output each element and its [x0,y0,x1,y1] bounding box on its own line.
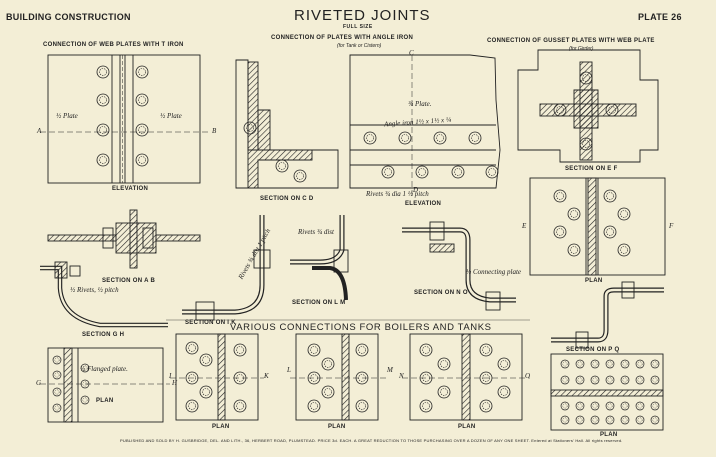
web-t-iron-elevation [40,54,210,184]
heading-gusset: CONNECTION OF GUSSET PLATES WITH WEB PLA… [487,38,655,44]
caption-plan-gh: PLAN [96,398,114,404]
letter-b: B [212,127,217,135]
plan-pq-drawing [550,353,664,431]
label-plate-1: ½ Plate [56,112,78,120]
letter-e: E [522,222,527,230]
section-ik-drawing [182,215,271,321]
caption-plan-ef: PLAN [585,278,603,284]
caption-elevation-1: ELEVATION [112,186,149,192]
section-ab-drawing [47,209,201,269]
plan-lm-drawing [290,333,386,421]
heading-angle-iron: CONNECTION OF PLATES WITH ANGLE IRON [271,35,414,41]
page-subtitle: FULL SIZE [343,24,373,30]
caption-section-cd: SECTION ON C D [260,196,314,202]
angle-iron-elevation-drawing [349,54,501,196]
letter-a: A [37,127,42,135]
section-ef-drawing [517,49,659,163]
caption-plan-no: PLAN [458,424,476,430]
section-gh-drawing [40,261,168,328]
label-connecting-plate: ½ Connecting plate [466,268,522,276]
caption-section-ef: SECTION ON E F [565,166,618,172]
heading-angle-iron-note: (for Tank or Cistern) [337,43,382,49]
footer-imprint: PUBLISHED AND SOLD BY H. GUSBRIDGE, DEL.… [120,438,623,443]
letter-h: H [172,379,178,387]
plan-ik-drawing [170,333,264,421]
caption-section-pq: SECTION ON P Q [566,347,620,353]
caption-section-ik: SECTION ON I K [185,320,236,326]
letter-g: G [36,379,42,387]
caption-plan-pq: PLAN [600,432,618,438]
letter-d: D [413,186,419,194]
caption-elevation-2: ELEVATION [405,201,442,207]
label-rivets-pitch: Rivets ¾ dia 1 ½ pitch [366,190,429,198]
plate-number: PLATE 26 [638,12,682,22]
letter-i: I [169,372,172,380]
caption-plan-ik: PLAN [212,424,230,430]
letter-m: M [387,366,393,374]
header-left: BUILDING CONSTRUCTION [6,12,131,22]
label-plate-2: ½ Plate [160,112,182,120]
caption-section-no: SECTION ON N O [414,290,468,296]
label-rivets-gh: ½ Rivets, ½ pitch [70,286,119,294]
caption-section-ab: SECTION ON A B [102,278,156,284]
label-plate-3: ¾ Plate. [408,100,432,108]
heading-boilers: VARIOUS CONNECTIONS FOR BOILERS AND TANK… [230,322,492,333]
letter-k: K [264,372,269,380]
plan-gh-drawing [40,347,170,423]
plan-ef-drawing [529,177,666,276]
label-rivets-dist: Rivets ¾ dist [298,228,334,236]
section-no-drawing [402,221,516,311]
letter-n: N [399,372,404,380]
heading-gusset-note: (for Girder) [569,46,594,52]
letter-f: F [669,222,674,230]
page-title: RIVETED JOINTS [294,7,431,24]
letter-l: L [287,366,291,374]
label-flanged-plate: ½ Flanged plate. [80,365,128,373]
caption-section-lm: SECTION ON L M [292,300,346,306]
section-lm-drawing [290,215,349,301]
heading-web-t-iron: CONNECTION OF WEB PLATES WITH T IRON [43,42,184,48]
plan-no-drawing [402,333,530,421]
letter-c: C [409,49,414,57]
caption-plan-lm: PLAN [328,424,346,430]
caption-section-gh: SECTION G H [82,332,125,338]
section-pq-drawing [551,281,664,349]
section-cd-drawing [235,59,339,189]
letter-o: O [525,372,531,380]
